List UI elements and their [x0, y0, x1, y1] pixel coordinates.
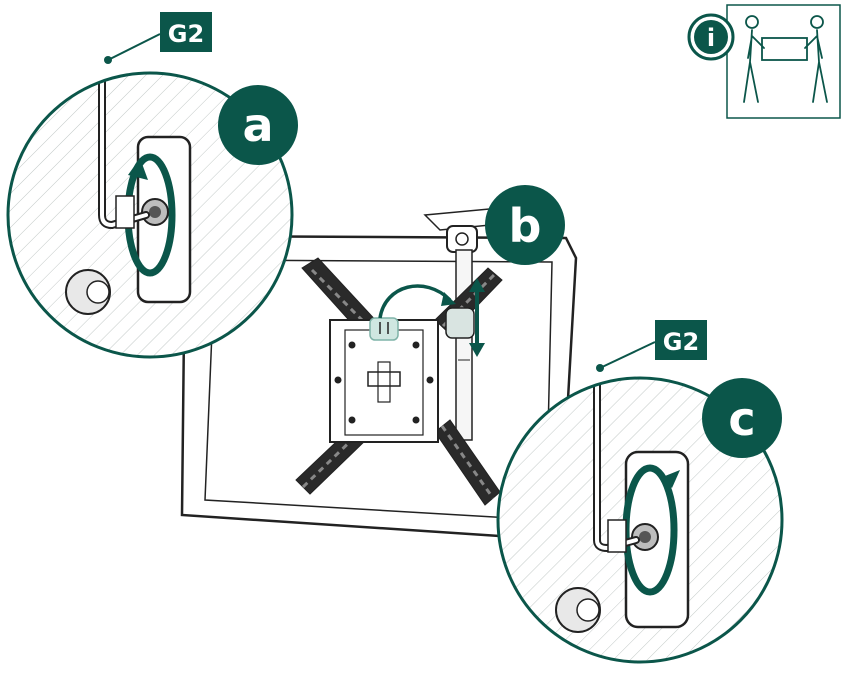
svg-text:b: b — [509, 199, 542, 253]
vesa-mount-plate — [295, 257, 503, 506]
rotate-arrowhead — [441, 292, 456, 306]
two-person-lift-icon — [726, 4, 841, 119]
svg-text:G2: G2 — [168, 20, 204, 48]
leader-dot-top — [104, 56, 112, 64]
svg-text:G2: G2 — [663, 328, 699, 356]
tool-label-g2-bottom: G2 — [655, 320, 707, 360]
leader-line-bottom — [599, 341, 656, 369]
step-badge-a: a — [218, 85, 298, 165]
info-icon: i — [687, 13, 735, 61]
up-down-arrow-icon — [469, 278, 485, 357]
tool-label-g2-top: G2 — [160, 12, 212, 52]
step-badge-c: c — [702, 378, 782, 458]
rotate-arrow-icon — [378, 284, 452, 319]
svg-text:c: c — [728, 392, 755, 446]
svg-text:i: i — [707, 24, 715, 52]
leader-line-top — [107, 33, 161, 61]
detail-circle-a — [6, 71, 294, 359]
svg-text:a: a — [242, 98, 273, 152]
leader-dot-bottom — [596, 364, 604, 372]
step-badge-b: b — [485, 185, 565, 265]
detail-circle-c — [496, 376, 784, 664]
